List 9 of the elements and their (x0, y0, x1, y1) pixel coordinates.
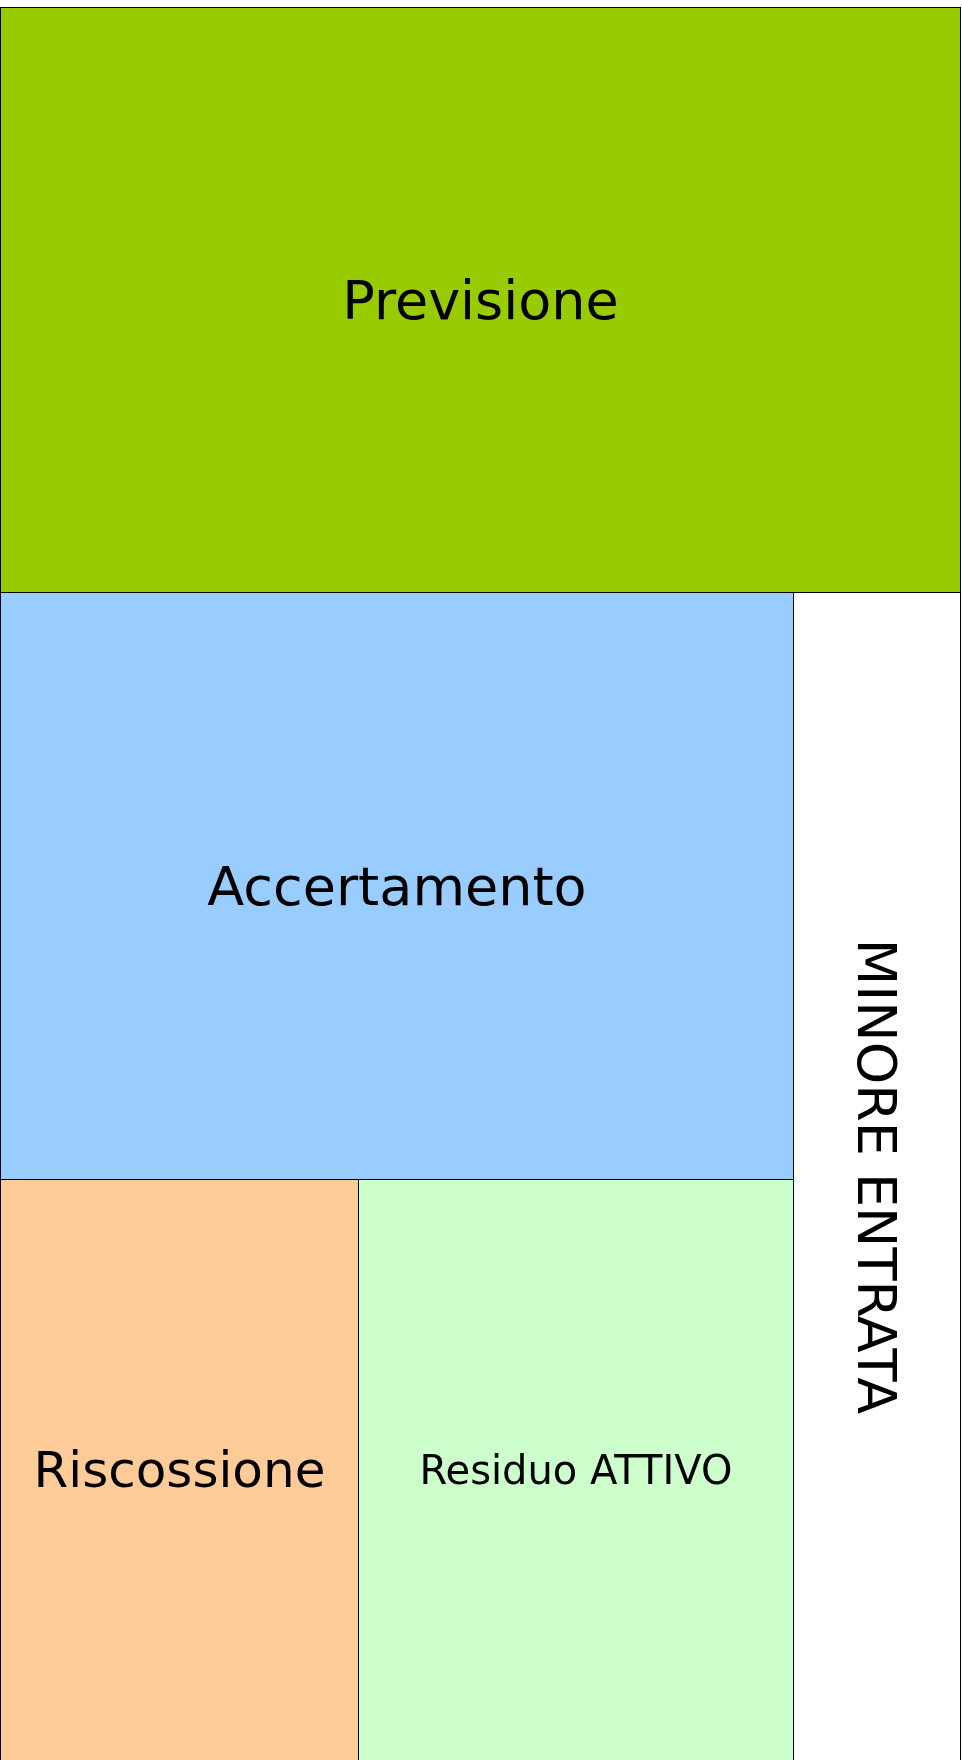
block-label: Residuo ATTIVO (419, 1447, 733, 1493)
block-label: Accertamento (207, 854, 587, 918)
block-label: Riscossione (33, 1441, 326, 1499)
collection-block (0, 1179, 359, 1760)
block-label: MINORE ENTRATA (845, 938, 909, 1415)
assessment-block (0, 592, 794, 1180)
forecast-block (0, 7, 961, 593)
block-label: Previsione (342, 268, 619, 332)
residual-block (358, 1179, 794, 1760)
